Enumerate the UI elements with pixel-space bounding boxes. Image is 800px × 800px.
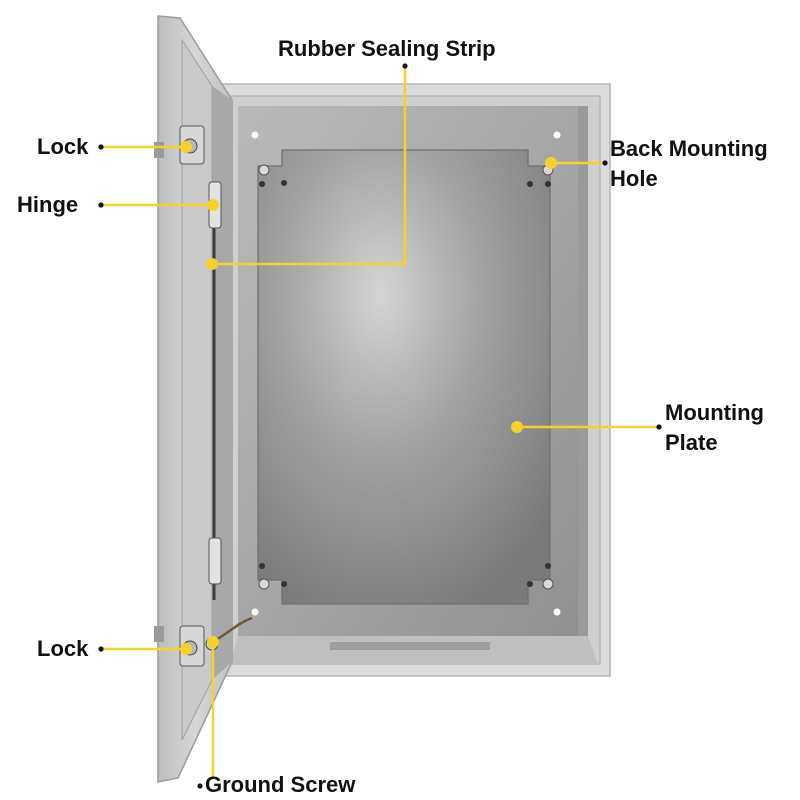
back-hole: [251, 608, 259, 616]
back-hole: [553, 608, 561, 616]
plate-hole: [527, 181, 533, 187]
label-lock-bottom: Lock: [37, 636, 89, 661]
label-lock-top: Lock: [37, 134, 89, 159]
hinge-bottom: [208, 537, 222, 585]
plate-hole: [281, 180, 287, 186]
label-dot-hinge: [98, 202, 104, 208]
plate-hole: [545, 181, 551, 187]
plate-screw: [258, 578, 270, 590]
callout-dot-back-mounting-hole: [545, 157, 557, 169]
callout-dot-lock-bottom: [180, 643, 192, 655]
label-mounting-plate-2: Plate: [665, 430, 718, 455]
label-ground-screw: Ground Screw: [205, 772, 356, 797]
plate-screw: [542, 578, 554, 590]
callout-dot-lock-top: [180, 141, 192, 153]
callout-dot-mounting-plate: [511, 421, 523, 433]
label-rubber-sealing-strip: Rubber Sealing Strip: [278, 36, 496, 61]
plate-screw: [258, 164, 270, 176]
label-dot-lock-top: [98, 144, 104, 150]
cabinet-right-wall: [578, 106, 588, 636]
plate-hole: [527, 581, 533, 587]
label-back-mounting-hole-2: Hole: [610, 166, 658, 191]
back-hole: [251, 131, 259, 139]
label-mounting-plate-1: Mounting: [665, 400, 764, 425]
callout-dot-rubber-sealing-strip: [206, 258, 218, 270]
plate-hole: [545, 563, 551, 569]
callout-line-rubber-sealing-strip: [210, 64, 407, 266]
plate-hole: [259, 181, 265, 187]
label-dot-rubber-sealing-strip: [402, 63, 408, 69]
label-dot-mounting-plate: [656, 424, 662, 430]
door-edge: [212, 86, 232, 680]
plate-hole: [259, 563, 265, 569]
back-hole: [553, 131, 561, 139]
label-dot-ground-screw: [197, 783, 203, 789]
label-dot-lock-bottom: [98, 646, 104, 652]
plate-hole: [281, 581, 287, 587]
floor-slot: [330, 642, 490, 650]
label-dot-back-mounting-hole: [602, 160, 608, 166]
callout-dot-ground-screw: [207, 636, 219, 648]
callout-dot-hinge: [207, 199, 219, 211]
label-back-mounting-hole-1: Back Mounting: [610, 136, 768, 161]
label-hinge: Hinge: [17, 192, 79, 217]
